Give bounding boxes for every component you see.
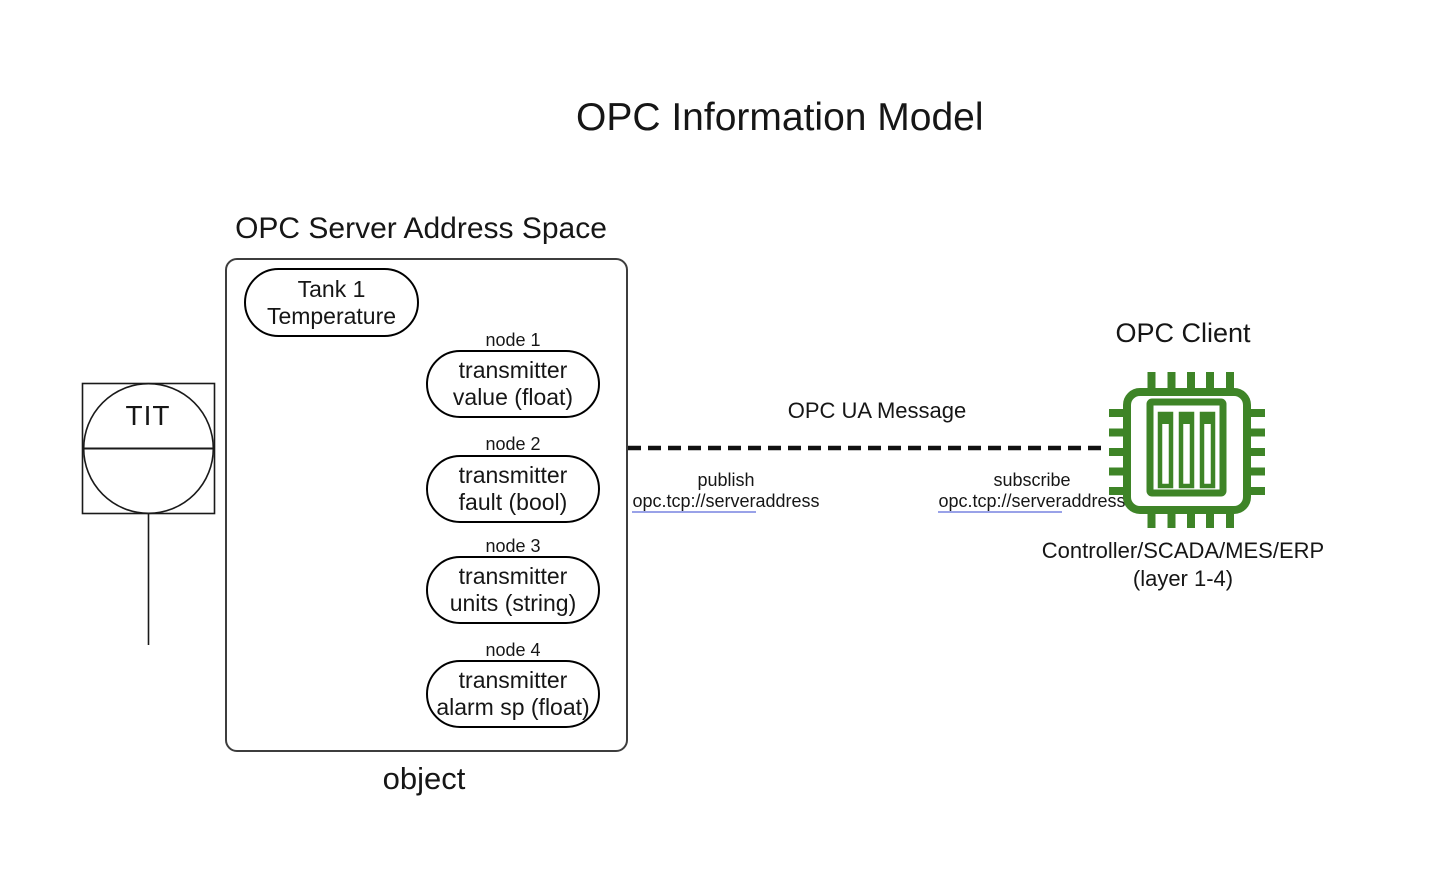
instrument-tag-label: TIT: [125, 400, 171, 431]
node-3-pill: transmitter units (string): [426, 556, 600, 624]
subscribe-address-rest: address: [1061, 491, 1126, 511]
client-caption-line2: (layer 1-4): [1132, 566, 1234, 591]
node-1-line1: transmitter: [458, 357, 568, 383]
chip-bar-notches: [1161, 416, 1212, 424]
node-4-line1: transmitter: [458, 667, 568, 693]
client-caption: Controller/SCADA/MES/ERP (layer 1-4): [1033, 537, 1333, 593]
publish-address-rest: address: [755, 491, 820, 511]
subscribe-address: opc.tcp://serveraddress: [932, 491, 1132, 513]
node-2-label: node 2: [485, 434, 541, 454]
node-3-label: node 3: [485, 536, 541, 556]
root-node-line1: Tank 1: [297, 275, 366, 302]
chip-bars: [1157, 411, 1216, 489]
client-caption-line1: Controller/SCADA/MES/ERP: [1041, 538, 1325, 563]
node-1-pill: transmitter value (float): [426, 350, 600, 418]
subscribe-action-label: subscribe: [993, 470, 1071, 490]
client-heading: OPC Client: [1115, 318, 1251, 348]
root-node-tank-temperature: Tank 1 Temperature: [244, 268, 419, 337]
object-caption: object: [382, 761, 466, 796]
node-4-pill: transmitter alarm sp (float): [426, 660, 600, 728]
node-4-label: node 4: [485, 640, 541, 660]
node-1-label: node 1: [485, 330, 541, 350]
opc-ua-message-label: OPC UA Message: [787, 398, 967, 423]
publish-action-label: publish: [697, 470, 755, 490]
page-title: OPC Information Model: [576, 96, 984, 139]
node-2-line2: fault (bool): [458, 489, 568, 515]
publish-address: opc.tcp://serveraddress: [626, 491, 826, 513]
publish-annotation: publish opc.tcp://serveraddress: [626, 470, 826, 513]
node-4-line2: alarm sp (float): [436, 694, 590, 720]
node-3-line1: transmitter: [458, 563, 568, 589]
chip-icon: [1109, 372, 1265, 528]
publish-address-link-part: opc.tcp://server: [632, 491, 756, 513]
node-2-line1: transmitter: [458, 462, 568, 488]
subscribe-annotation: subscribe opc.tcp://serveraddress: [932, 470, 1132, 513]
node-2-pill: transmitter fault (bool): [426, 455, 600, 523]
root-node-line2: Temperature: [266, 302, 397, 329]
server-address-space-heading: OPC Server Address Space: [235, 212, 607, 245]
subscribe-address-link-part: opc.tcp://server: [938, 491, 1062, 513]
node-1-line2: value (float): [452, 384, 574, 410]
node-3-line2: units (string): [449, 590, 577, 616]
